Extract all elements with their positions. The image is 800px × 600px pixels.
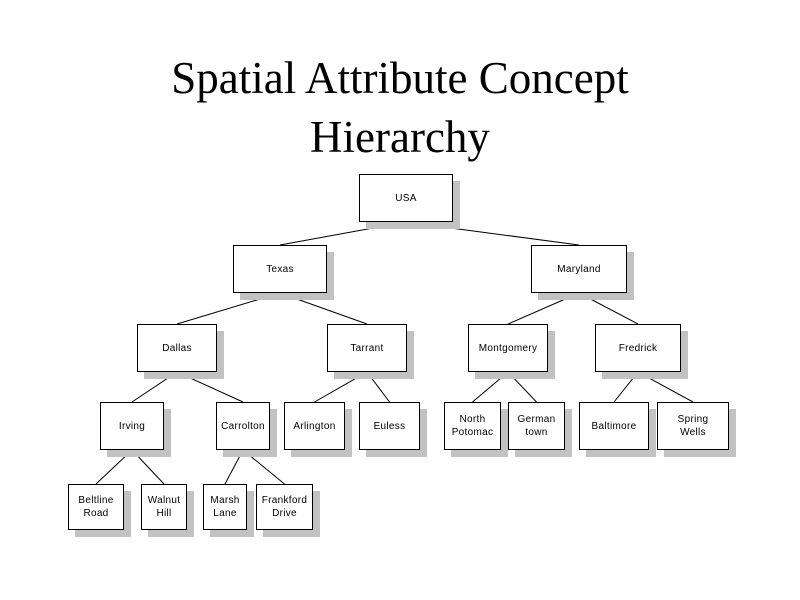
node-tarrant: Tarrant: [327, 324, 407, 372]
node-north-potomac: North Potomac: [444, 402, 501, 450]
connector-usa-maryland: [405, 221, 580, 246]
node-frankford-drive: Frankford Drive: [256, 484, 313, 530]
node-dallas: Dallas: [137, 324, 217, 372]
connector-carrolton-marsh_lane: [224, 449, 244, 485]
node-marsh-lane: Marsh Lane: [203, 484, 247, 530]
connector-texas-tarrant: [279, 292, 368, 325]
connector-montgomery-germantown: [507, 371, 537, 403]
node-usa: USA: [359, 174, 453, 222]
node-euless: Euless: [359, 402, 420, 450]
connector-maryland-fredrick: [578, 292, 639, 325]
connector-tarrant-euless: [366, 371, 390, 403]
node-beltline-road: Beltline Road: [68, 484, 124, 530]
connector-dallas-carrolton: [176, 371, 244, 403]
connector-usa-texas: [279, 221, 407, 246]
connector-fredrick-spring_wells: [637, 371, 694, 403]
connector-maryland-montgomery: [507, 292, 580, 325]
connector-montgomery-north_potomac: [472, 371, 509, 403]
node-germantown: German town: [508, 402, 565, 450]
node-carrolton: Carrolton: [216, 402, 270, 450]
node-fredrick: Fredrick: [595, 324, 681, 372]
connector-fredrick-baltimore: [613, 371, 639, 403]
connector-tarrant-arlington: [314, 371, 368, 403]
diagram-title-line-2: Hierarchy: [310, 112, 490, 162]
node-montgomery: Montgomery: [468, 324, 548, 372]
connector-irving-beltline_road: [95, 449, 133, 485]
connector-carrolton-frankford_drive: [242, 449, 285, 485]
node-texas: Texas: [233, 245, 327, 293]
node-baltimore: Baltimore: [579, 402, 649, 450]
node-arlington: Arlington: [284, 402, 345, 450]
node-irving: Irving: [100, 402, 164, 450]
diagram-title-line-1: Spatial Attribute Concept: [171, 53, 629, 103]
node-spring-wells: Spring Wells: [657, 402, 729, 450]
node-maryland: Maryland: [531, 245, 627, 293]
node-walnut-hill: Walnut Hill: [141, 484, 187, 530]
connector-irving-walnut_hill: [131, 449, 165, 485]
connector-dallas-irving: [131, 371, 178, 403]
connector-texas-dallas: [176, 292, 281, 325]
